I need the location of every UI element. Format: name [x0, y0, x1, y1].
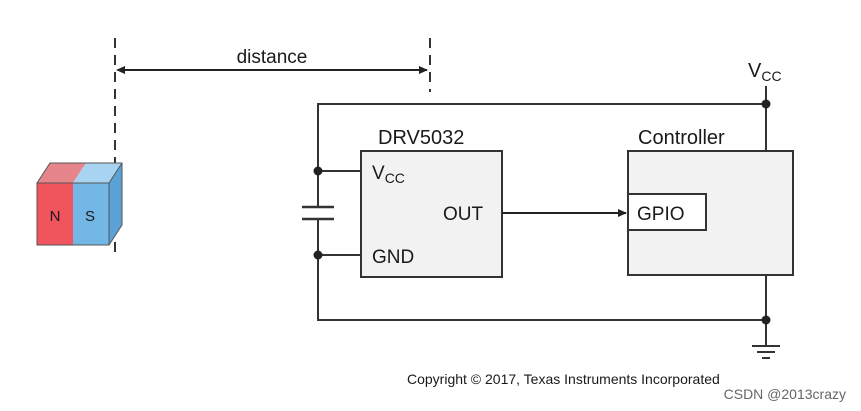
supply-vcc-label: VCC	[748, 60, 782, 84]
controller-name: Controller	[638, 127, 725, 149]
magnet-south-top	[73, 163, 122, 183]
magnet-south-face	[73, 183, 109, 245]
magnet-south-label: S	[85, 208, 95, 225]
capacitor-icon	[300, 205, 336, 221]
sensor-pin-out: OUT	[443, 204, 484, 225]
magnet-north-face	[37, 183, 73, 245]
ground-icon	[752, 345, 780, 359]
magnet-north-top	[37, 163, 86, 183]
junction-dot	[761, 99, 771, 109]
copyright-text: Copyright © 2017, Texas Instruments Inco…	[407, 371, 720, 387]
magnet-south-side	[109, 163, 122, 245]
junction-dot	[313, 166, 323, 176]
watermark-text: CSDN @2013crazy	[724, 386, 846, 402]
sensor-block	[360, 150, 503, 278]
junction-dot	[313, 250, 323, 260]
gpio-pin-label: GPIO	[637, 204, 685, 225]
magnet-icon: N S	[36, 162, 123, 246]
sensor-pin-gnd: GND	[372, 247, 414, 268]
sensor-pin-vcc: VCC	[372, 163, 405, 186]
sensor-name: DRV5032	[378, 127, 464, 149]
magnet-north-label: N	[50, 208, 61, 225]
gpio-pin-box	[627, 193, 707, 231]
distance-label: distance	[237, 47, 308, 68]
junction-dot	[761, 315, 771, 325]
